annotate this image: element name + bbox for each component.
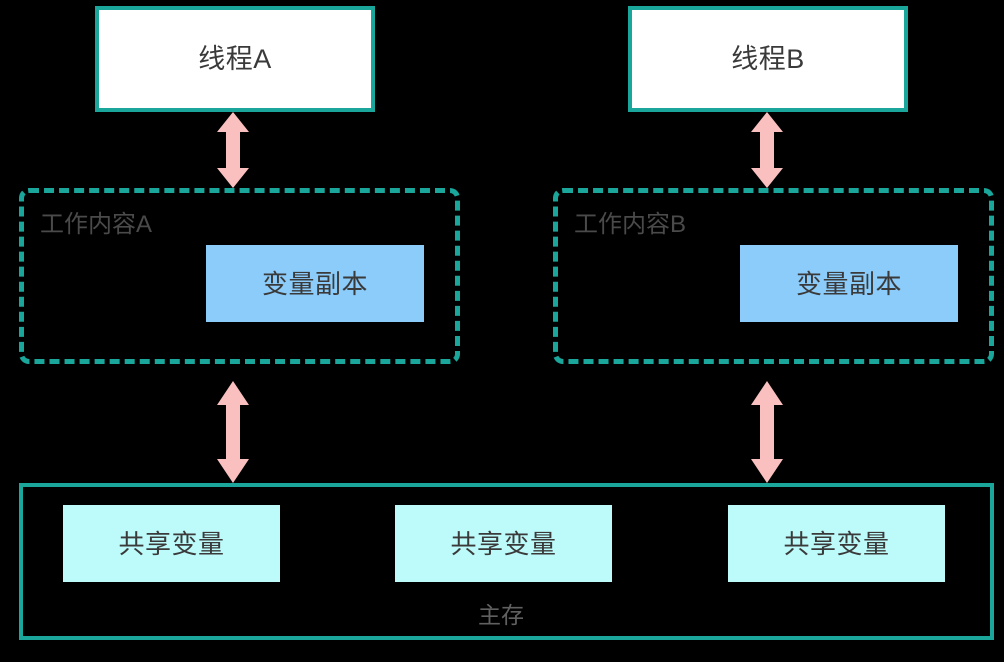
shared-variable-1-box[interactable]: 共享变量 [63,505,280,582]
arrow-thread-a-work-a [216,112,250,188]
arrow-thread-b-work-b [750,112,784,188]
shared-variable-2-box[interactable]: 共享变量 [395,505,612,582]
thread-a-label: 线程A [198,43,272,74]
arrow-work-b-main-memory [750,381,784,483]
shared-variable-2-label: 共享变量 [450,528,557,559]
thread-b-label: 线程B [731,43,805,74]
variable-copy-a-box[interactable]: 变量副本 [206,245,424,322]
arrow-work-a-main-memory [216,381,250,483]
thread-b-box[interactable]: 线程B [628,6,908,112]
variable-copy-a-label: 变量副本 [261,268,368,299]
main-memory-label: 主存 [478,602,524,628]
shared-variable-3-box[interactable]: 共享变量 [728,505,945,582]
thread-a-box[interactable]: 线程A [95,6,375,112]
working-memory-a-label: 工作内容A [40,211,153,238]
shared-variable-1-label: 共享变量 [118,528,225,559]
working-memory-b-box[interactable] [553,188,994,364]
variable-copy-b-box[interactable]: 变量副本 [740,245,958,322]
working-memory-a-box[interactable] [19,188,460,364]
shared-variable-3-label: 共享变量 [783,528,890,559]
main-memory-box[interactable] [19,483,994,640]
working-memory-b-label: 工作内容B [574,211,687,238]
variable-copy-b-label: 变量副本 [795,268,902,299]
